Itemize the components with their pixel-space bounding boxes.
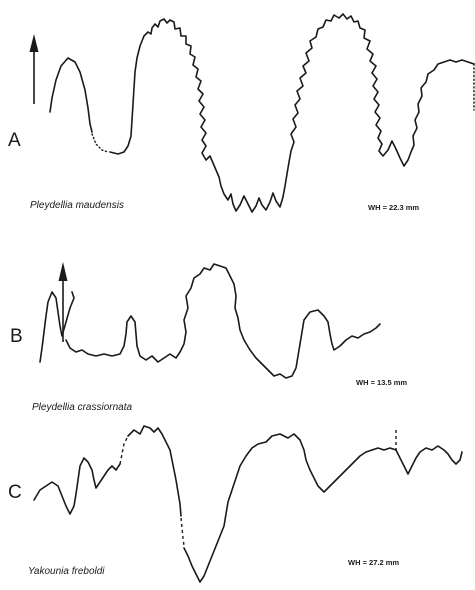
suture-line-c-right [372, 446, 462, 474]
suture-line-c-uncertain-mid [181, 518, 184, 546]
arrow-head-a [30, 34, 39, 52]
panel-letter-b: B [10, 326, 23, 347]
panel-letter-c: C [8, 482, 22, 503]
panel-a: A Pleydellia maudensis WH = 22.3 mm [8, 14, 474, 212]
whorl-height-b: WH = 13.5 mm [356, 378, 407, 387]
suture-line-a-main [110, 14, 474, 212]
species-name-a: Pleydellia maudensis [30, 200, 124, 211]
suture-line-c-uncertain-left [120, 436, 128, 464]
suture-line-c [34, 458, 120, 514]
suture-line-a-uncertain [92, 134, 108, 152]
species-name-b: Pleydellia crassiornata [32, 402, 132, 413]
species-name-c: Yakounia freboldi [28, 566, 105, 577]
whorl-height-c: WH = 27.2 mm [348, 558, 399, 567]
suture-line-a [50, 58, 92, 132]
suture-line-b [40, 264, 380, 378]
panel-c: C Yakounia freboldi WH = 27.2 mm [8, 426, 462, 582]
suture-line-c-lower [184, 434, 372, 582]
whorl-height-a: WH = 22.3 mm [368, 203, 419, 212]
panel-b: B Pleydellia crassiornata WH = 13.5 mm [10, 262, 407, 413]
arrow-head-b [59, 262, 68, 281]
suture-line-c-main [128, 426, 181, 516]
panel-letter-a: A [8, 130, 21, 151]
